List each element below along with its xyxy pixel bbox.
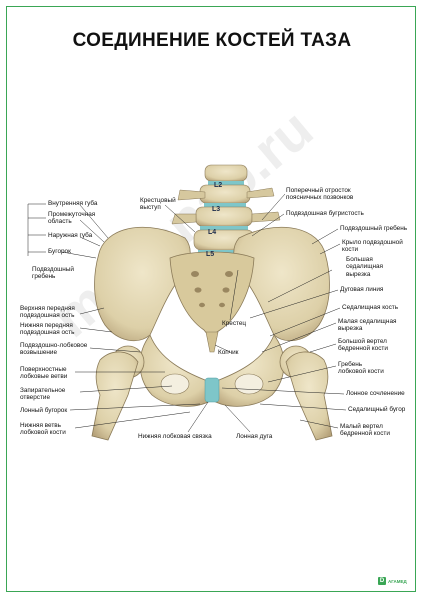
vertebra-l2-label: L2 [214, 182, 223, 189]
label-external-lip: Наружная губа [48, 232, 93, 239]
label-internal-lip: Внутренняя губа [48, 200, 98, 207]
label-inferior-pubic-ligament: Нижняя лобковая связка [138, 433, 212, 440]
right-obturator-foramen [234, 373, 264, 395]
label-iliac-crest-right: Подвздошный гребень [340, 225, 408, 232]
label-greater-sciatic-notch: Большая седалищная вырезка [346, 256, 383, 278]
label-ischium: Седалищная кость [342, 304, 399, 311]
lumbar-spine [171, 164, 281, 254]
label-iliac-tuberosity: Подвздошная бугристость [286, 210, 364, 217]
coccyx [205, 331, 219, 353]
logo-icon: D [378, 577, 386, 585]
vertebra-l4-label: L4 [208, 229, 217, 236]
label-greater-trochanter: Большой вертел бедренной кости [338, 338, 388, 353]
label-aiis: Нижняя передняя подвздошная ость [20, 322, 75, 337]
label-sacrum: Крестец [222, 320, 247, 327]
label-tubercle: Бугорок [48, 248, 71, 255]
label-intermediate-zone: Промежуточная область [48, 211, 96, 226]
sacral-foramina [191, 271, 233, 308]
left-obturator-foramen [160, 373, 190, 395]
label-iliac-wing: Крыло подвздошной кости [342, 239, 403, 254]
left-ilium [94, 226, 191, 342]
left-pubis [139, 334, 213, 407]
right-ilium [233, 226, 330, 342]
label-iliac-crest-left: Подвздошный гребень [32, 266, 74, 281]
label-coccyx: Копчик [218, 349, 239, 356]
label-superior-pubic-rami: Поверхностные лобковые ветви [20, 366, 68, 381]
label-lesser-trochanter: Малый вертел бедренной кости [340, 423, 390, 438]
left-femur [91, 345, 145, 441]
page-frame [6, 6, 416, 592]
sacrum [169, 251, 255, 335]
label-lesser-sciatic-notch: Малая седалищная вырезка [338, 318, 397, 333]
leader-lines-right [221, 193, 347, 429]
right-pubis [211, 334, 285, 407]
label-obturator-foramen: Запирательное отверстие [20, 387, 66, 402]
leader-lines [27, 203, 251, 433]
label-pubic-tubercle: Лонный бугорок [20, 407, 68, 414]
publisher-logo: D АГАМЕД [378, 577, 407, 585]
label-pubic-arch: Лонная дуга [236, 433, 273, 440]
label-inferior-pubic-ramus: Нижняя ветвь лобковой кости [20, 422, 66, 437]
label-ischial-tuberosity: Седалищный бугор [348, 406, 406, 413]
vertebra-l5-label: L5 [206, 251, 215, 258]
pubic-symphysis [204, 377, 220, 403]
label-transverse-process: Поперечный отросток поясничных позвонков [286, 187, 354, 202]
vertebra-l3-label: L3 [212, 206, 221, 213]
logo-text: АГАМЕД [388, 578, 407, 584]
label-pubic-symphysis: Лонное сочленение [346, 390, 405, 397]
right-femur [279, 345, 333, 441]
page-title: СОЕДИНЕНИЕ КОСТЕЙ ТАЗА [72, 30, 352, 51]
label-pubic-crest: Гребень лобковой кости [338, 361, 384, 376]
label-iliopubic-eminence: Подвздошно-лобковое возвышение [20, 342, 88, 357]
label-arcuate-line: Дуговая линия [340, 286, 384, 293]
label-asis: Верхняя передняя подвздошная ость [20, 305, 75, 320]
label-sacral-promontory: Крестцовый выступ [140, 197, 176, 212]
